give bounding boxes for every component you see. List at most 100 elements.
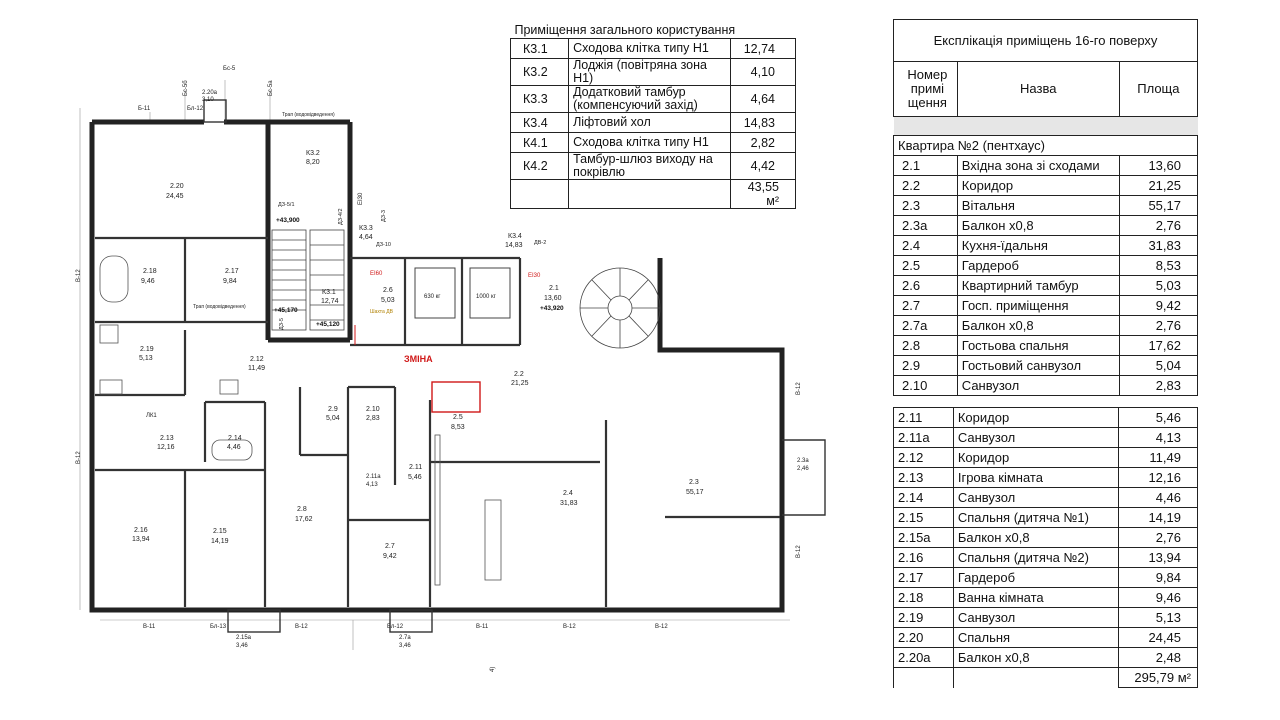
- room-id: К3.3: [359, 225, 373, 232]
- room-area: 14,19: [1117, 507, 1199, 528]
- room-id: 2.16: [134, 527, 148, 534]
- room-area: 17,62: [295, 516, 313, 523]
- room-area: 12,74: [321, 298, 339, 305]
- room-number: 2.12: [893, 447, 954, 468]
- room-area: 4,10: [729, 58, 797, 86]
- room-area: 2,46: [797, 466, 809, 472]
- common-areas-table: Приміщення загального користування К3.1 …: [509, 21, 797, 209]
- room-name: Лоджія (повітряна зона Н1): [568, 58, 731, 86]
- fixtures: [99, 255, 502, 586]
- room-number: 2.15а: [893, 527, 954, 548]
- room-area: 4,46: [1117, 487, 1199, 508]
- room-area: 13,94: [1117, 547, 1199, 568]
- room-area: 13,60: [544, 295, 562, 302]
- walls: [89, 119, 785, 613]
- room-name: Ліфтовий хол: [568, 112, 731, 133]
- room-area: 13,94: [132, 536, 150, 543]
- total-area: 43,55 м²: [729, 179, 797, 209]
- room-name: Балкон х0,8: [952, 527, 1119, 548]
- room-area: 9,84: [1117, 567, 1199, 588]
- level-marks: +43,900 +45,170 +45,120 +43,920: [274, 217, 564, 328]
- room-name: Госп. приміщення: [956, 295, 1120, 316]
- axis-label: Бс-5: [223, 66, 236, 72]
- room-code: К4.2: [509, 152, 570, 180]
- blank-cell: [509, 179, 570, 209]
- room-area: 11,49: [248, 365, 265, 372]
- room-id: К3.4: [508, 233, 522, 240]
- blank-cell: [893, 667, 954, 688]
- room-area: 9,42: [1118, 295, 1199, 316]
- fire-rating-3: ЕІ30: [528, 273, 541, 279]
- room-id: 2.5: [453, 414, 463, 421]
- room-area: 5,46: [1117, 407, 1199, 428]
- axis-label: Бл-13: [210, 624, 227, 630]
- room-number: 2.11а: [893, 427, 954, 448]
- axis-label: В-12: [295, 624, 308, 630]
- room-area: 4,13: [1117, 427, 1199, 448]
- room-id: 2.20: [170, 183, 184, 190]
- room-area: 2,82: [729, 132, 797, 153]
- room-name: Сходова клітка типу Н1: [568, 132, 731, 153]
- room-id: 2.3: [689, 479, 699, 486]
- room-area: 55,17: [686, 489, 704, 496]
- room-id: 2.11а: [366, 474, 381, 480]
- room-id: 2.3а: [797, 458, 809, 464]
- room-area: 8,53: [1118, 255, 1199, 276]
- room-number: 2.14: [893, 487, 954, 508]
- blank-cell: [568, 179, 731, 209]
- axis-labels: Б-11 Бл-12 Бс-5 Бс-5б Бс-5а В-12 В-12 В-…: [76, 66, 802, 630]
- room-number: 2.15: [893, 507, 954, 528]
- room-area: 2,83: [366, 415, 380, 422]
- stairs: [271, 229, 661, 349]
- room-name: Гардероб: [952, 567, 1119, 588]
- explication-title: Експлікація приміщень 16-го поверху: [893, 19, 1198, 62]
- room-area: 5,04: [326, 415, 340, 422]
- room-area: 9,46: [1117, 587, 1199, 608]
- dimension-lines: [79, 80, 790, 650]
- room-name: Ігрова кімната: [952, 467, 1119, 488]
- room-id: 2.13: [160, 435, 174, 442]
- room-number: 2.16: [893, 547, 954, 568]
- room-area: 9,46: [141, 278, 155, 285]
- total-area: 295,79 м²: [1117, 667, 1199, 688]
- room-code: К3.2: [509, 58, 570, 86]
- room-id: 2.14: [228, 435, 242, 442]
- axis-label: Бс-5б: [183, 80, 189, 96]
- room-area: 11,49: [1117, 447, 1199, 468]
- room-id: 2.17: [225, 268, 239, 275]
- room-number: 2.7: [893, 295, 958, 316]
- fire-rating-2: ЕІ60: [370, 271, 383, 277]
- room-id: 2.6: [383, 287, 393, 294]
- room-name: Сходова клітка типу Н1: [568, 38, 731, 59]
- room-name: Санвузол: [956, 375, 1120, 396]
- col-area-header: Площа: [1118, 61, 1199, 117]
- room-number: 2.18: [893, 587, 954, 608]
- lift-capacity: 1000 кг: [476, 294, 497, 300]
- room-number: 2.11: [893, 407, 954, 428]
- room-name: Санвузол: [952, 607, 1119, 628]
- room-area: 2,48: [1117, 647, 1199, 668]
- room-area: 5,46: [408, 474, 422, 481]
- table-row: К3.3 Додатковий тамбур (компенсуючий зах…: [509, 85, 797, 113]
- balconies: [203, 99, 826, 633]
- room-id: 2.2: [514, 371, 524, 378]
- level-mark: +45,170: [274, 307, 298, 314]
- lift-capacity: 630 кг: [424, 294, 441, 300]
- drain-tag: Трап (водовідведення): [193, 304, 246, 310]
- room-number: 2.6: [893, 275, 958, 296]
- axis-label: В-11: [476, 624, 489, 630]
- room-name: Додатковий тамбур (компенсуючий захід): [568, 85, 731, 113]
- room-number: 2.5: [893, 255, 958, 276]
- room-name: Коридор: [952, 407, 1119, 428]
- room-name: Санвузол: [952, 487, 1119, 508]
- axis-label: В-12: [563, 624, 576, 630]
- level-mark: +43,920: [540, 305, 564, 312]
